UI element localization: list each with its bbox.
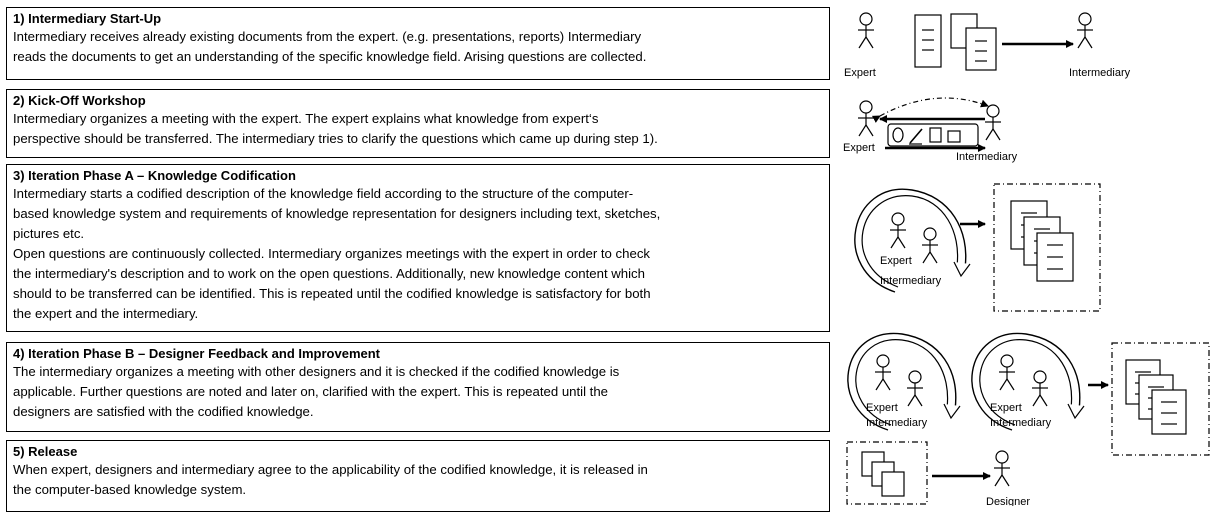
step-2-line-2: perspective should be transferred. The i… <box>13 131 658 146</box>
step-4a-intermediary-label: Intermediary <box>866 417 928 429</box>
intermediary-figure-icon <box>1076 12 1094 49</box>
expert-figure-icon <box>857 12 875 49</box>
iteration-loop-icon <box>971 332 1081 431</box>
step-3-expert-label: Expert <box>880 255 912 267</box>
step-4-line-2: applicable. Further questions are noted … <box>13 384 609 399</box>
expert-figure-icon <box>874 354 892 391</box>
step-3-line-7: the expert and the intermediary. <box>13 306 199 321</box>
step-1-line-1: Intermediary receives already existing d… <box>13 29 642 44</box>
step-2-title: 2) Kick-Off Workshop <box>13 93 146 108</box>
step-1-illustration: Expert Intermediary <box>844 12 1131 79</box>
step-1-title: 1) Intermediary Start-Up <box>13 11 162 26</box>
step-5-line-1: When expert, designers and intermediary … <box>13 462 648 477</box>
step-5-line-2: the computer-based knowledge system. <box>13 482 247 497</box>
step-5-illustration: Designer <box>846 441 1030 506</box>
designer-figure-icon <box>993 450 1011 487</box>
step-4-line-3: designers are satisfied with the codifie… <box>13 404 314 419</box>
document-icon <box>914 14 942 68</box>
knowledge-media-icon <box>887 123 979 147</box>
step-4-box: 4) Iteration Phase B – Designer Feedback… <box>6 342 830 432</box>
step-1-line-2: reads the documents to get an understand… <box>13 49 647 64</box>
expert-figure-icon <box>857 100 875 137</box>
knowledge-system-frame <box>993 183 1101 312</box>
designer-figure-icon <box>998 354 1016 391</box>
step-3-intermediary-label: Intermediary <box>880 275 942 287</box>
dialogue-arrow-icon <box>871 97 989 123</box>
iteration-loop-icon <box>854 188 967 293</box>
codified-documents-icon <box>1125 359 1187 435</box>
file-icon <box>929 127 942 143</box>
step-5-title: 5) Release <box>13 444 78 459</box>
codified-documents-icon <box>1010 200 1074 282</box>
expert-figure-icon <box>889 212 907 249</box>
step-1-box: 1) Intermediary Start-Up Intermediary re… <box>6 7 830 80</box>
step-4-illustration: Expert Intermediary Expert Intermediary <box>847 332 1210 456</box>
step-4-title: 4) Iteration Phase B – Designer Feedback… <box>13 346 381 361</box>
step-2-box: 2) Kick-Off Workshop Intermediary organi… <box>6 89 830 158</box>
step-4-line-1: The intermediary organizes a meeting wit… <box>13 364 620 379</box>
intermediary-figure-icon <box>1031 370 1049 407</box>
step-3-illustration: Expert Intermediary <box>854 183 1101 312</box>
step-2-illustration: Expert Intermediary <box>843 97 1018 163</box>
document-stack-icon <box>950 13 997 71</box>
step-2-line-1: Intermediary organizes a meeting with th… <box>13 111 599 126</box>
step-1-expert-label: Expert <box>844 67 876 79</box>
intermediary-figure-icon <box>906 370 924 407</box>
knowledge-system-frame <box>1111 342 1210 456</box>
step-4b-intermediary-label: Intermediary <box>990 417 1052 429</box>
step-3-box: 3) Iteration Phase A – Knowledge Codific… <box>6 164 830 332</box>
step-1-intermediary-label: Intermediary <box>1069 67 1131 79</box>
pencil-icon <box>909 128 923 144</box>
step-2-intermediary-label: Intermediary <box>956 151 1018 163</box>
step-3-line-3: pictures etc. <box>13 226 85 241</box>
step-2-expert-label: Expert <box>843 142 875 154</box>
step-3-line-6: should to be transferred can be identifi… <box>13 286 651 301</box>
intermediary-figure-icon <box>921 227 939 264</box>
step-5-designer-label: Designer <box>986 496 1030 506</box>
step-3-line-1: Intermediary starts a codified descripti… <box>13 186 634 201</box>
step-3-line-5: the intermediary's description and to wo… <box>13 266 645 281</box>
step-4b-expert-label: Expert <box>990 402 1022 414</box>
step-3-line-2: based knowledge system and requirements … <box>13 206 661 221</box>
step-3-title: 3) Iteration Phase A – Knowledge Codific… <box>13 168 296 183</box>
step-3-line-4: Open questions are continuously collecte… <box>13 246 651 261</box>
iteration-loop-icon <box>847 332 957 431</box>
step-5-box: 5) Release When expert, designers and in… <box>6 440 830 512</box>
knowledge-system-frame <box>846 441 928 505</box>
step-4a-expert-label: Expert <box>866 402 898 414</box>
database-icon <box>892 127 904 143</box>
released-documents-icon <box>861 451 905 497</box>
cube-icon <box>947 130 961 143</box>
intermediary-figure-icon <box>984 104 1002 141</box>
